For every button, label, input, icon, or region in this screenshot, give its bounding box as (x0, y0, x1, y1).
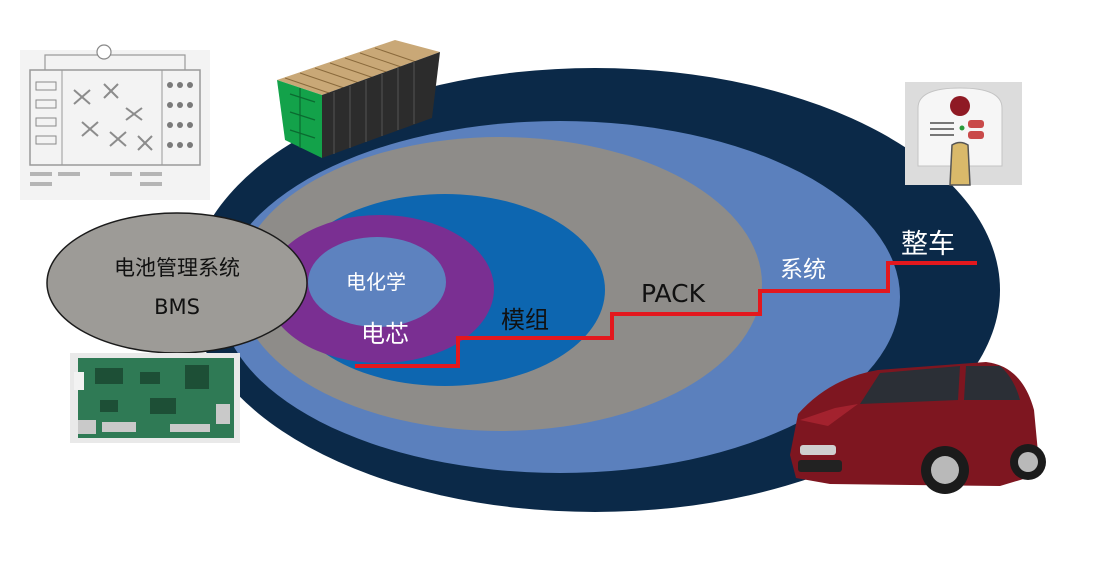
bms-circuit-board-image (70, 353, 240, 443)
system-label: 系统 (780, 257, 826, 283)
electrochemistry-schematic-image (20, 44, 210, 200)
minivan-image (790, 362, 1046, 494)
chemistry-label: 电化学 (346, 270, 406, 294)
chemistry-core (308, 237, 446, 327)
charging-port-image (905, 82, 1022, 186)
staircase-line (355, 261, 977, 368)
bms-label-line1: 电池管理系统 (114, 256, 240, 280)
cell-label: 电芯 (361, 320, 409, 348)
bms-label-line2: BMS (154, 295, 200, 319)
bms-ellipse (46, 212, 308, 354)
pack-label: PACK (641, 279, 706, 308)
vehicle-label: 整车 (901, 229, 955, 260)
module-label: 模组 (501, 306, 549, 334)
battery-module-image (277, 40, 440, 158)
